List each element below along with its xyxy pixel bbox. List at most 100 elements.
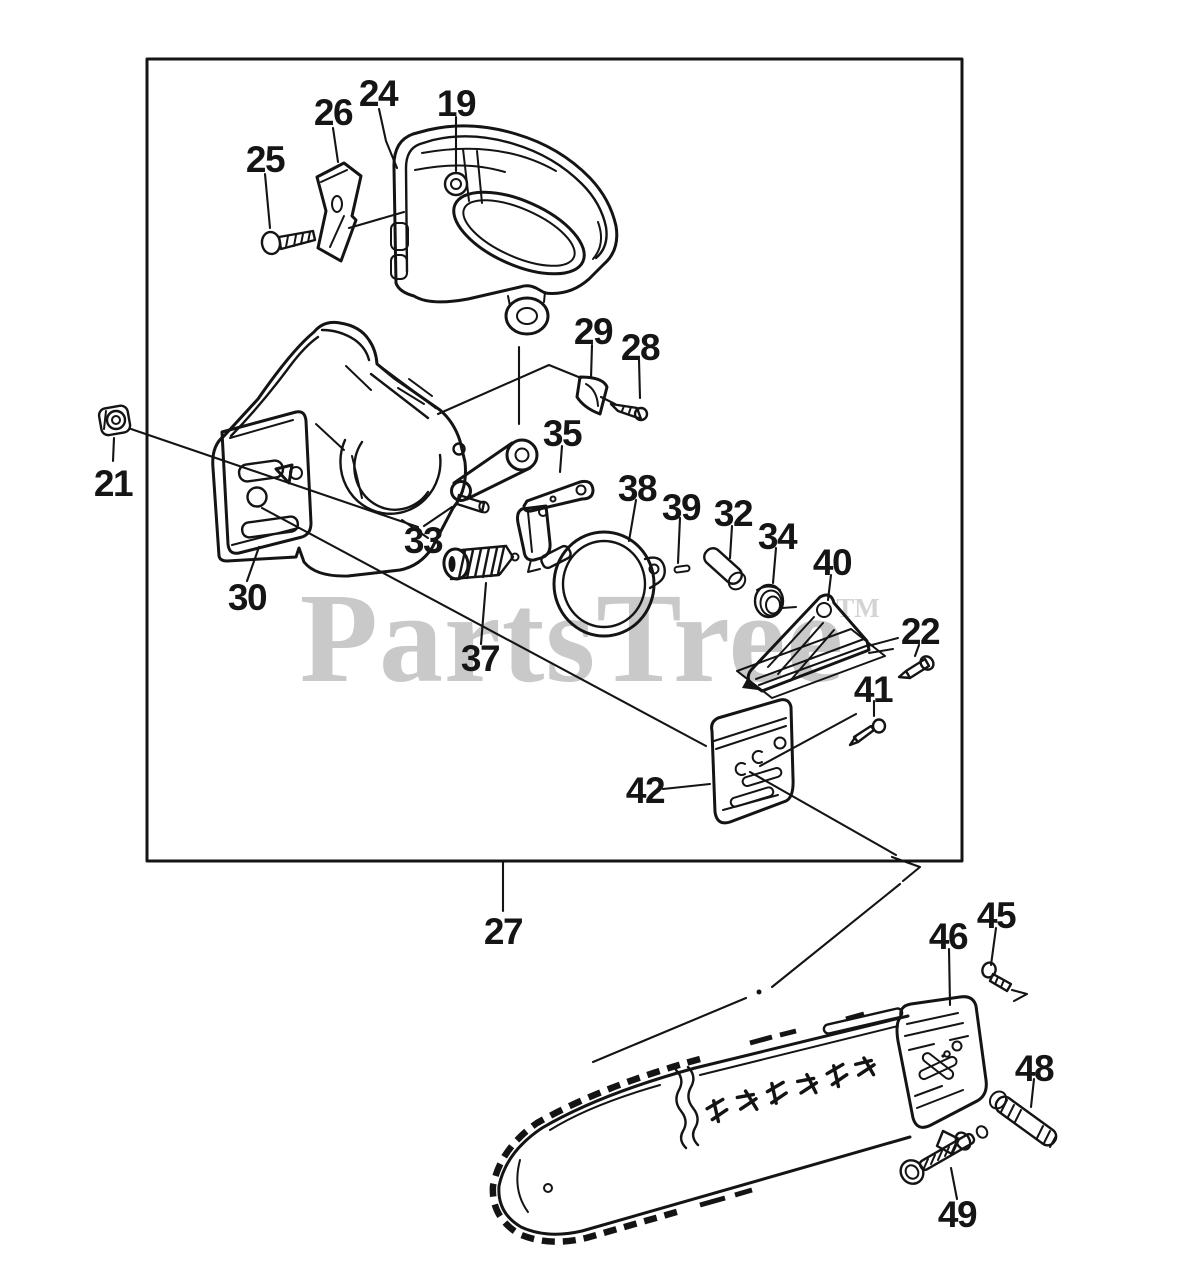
leader-40 bbox=[826, 573, 833, 602]
handle-grip-opening-inner bbox=[462, 199, 576, 267]
lever-bracket-detail bbox=[527, 511, 541, 573]
handle-front-cutout-2 bbox=[390, 254, 408, 280]
stud-48 bbox=[988, 1090, 1058, 1148]
bar-break-squiggle bbox=[674, 1065, 700, 1150]
leader-22 bbox=[913, 643, 921, 658]
band-hook bbox=[643, 556, 666, 590]
plate-outline bbox=[710, 698, 795, 825]
leader-33 bbox=[422, 505, 454, 528]
leader-24 bbox=[377, 107, 399, 170]
callout-48: 48 bbox=[1015, 1048, 1054, 1089]
screw-25 bbox=[260, 229, 317, 256]
housing-inner-left bbox=[229, 335, 320, 438]
screw45-chevron bbox=[1010, 988, 1029, 1003]
handle-nut-19 bbox=[443, 171, 469, 197]
bracket-hole bbox=[816, 602, 832, 618]
bolt-shank bbox=[918, 1132, 976, 1172]
diagram-border-box bbox=[145, 57, 964, 863]
leader-21 bbox=[111, 427, 420, 529]
handle-divider-strut bbox=[462, 148, 483, 204]
block-hole bbox=[331, 195, 343, 213]
leader-35 bbox=[558, 444, 564, 474]
handle-boss-links bbox=[507, 291, 546, 307]
lever-pivot bbox=[538, 507, 548, 517]
bracket-base-plate bbox=[736, 628, 886, 699]
arm-sides bbox=[452, 441, 532, 501]
screw-shank bbox=[848, 724, 876, 747]
callout-38: 38 bbox=[618, 468, 657, 509]
callout-42: 42 bbox=[626, 770, 665, 811]
brake-band-38 bbox=[540, 530, 666, 638]
lever-dot bbox=[549, 495, 557, 503]
screw-head bbox=[633, 406, 649, 422]
trademark-symbol: TM bbox=[836, 593, 880, 623]
side-plate-46 bbox=[895, 995, 988, 1129]
top-handle-assembly bbox=[390, 124, 619, 336]
spring-coils bbox=[449, 544, 508, 581]
panel-slot-2 bbox=[240, 515, 300, 539]
nut-ring bbox=[105, 409, 127, 431]
brake-lever-35 bbox=[516, 479, 595, 573]
tension-spring-37 bbox=[442, 544, 520, 581]
block-detail bbox=[320, 169, 348, 248]
spring-cap-shade bbox=[448, 556, 456, 572]
plate-hatching bbox=[904, 1012, 969, 1109]
guard-alignment-vee bbox=[436, 363, 583, 416]
callout-33: 33 bbox=[404, 520, 443, 561]
housing-outline bbox=[211, 320, 467, 578]
handle-boss-hole bbox=[516, 307, 538, 325]
housing-struts bbox=[369, 362, 438, 420]
leader-32 bbox=[728, 524, 734, 560]
coil-inner bbox=[765, 595, 781, 615]
spring-nub bbox=[510, 552, 520, 562]
bar-brand-glyphs bbox=[705, 1056, 876, 1124]
callout-37: 37 bbox=[461, 638, 499, 679]
leader-lines bbox=[111, 107, 1036, 1201]
panel-small-hole bbox=[289, 466, 303, 480]
leader-42 bbox=[661, 782, 712, 791]
screw-threads bbox=[994, 976, 1005, 988]
pin-end bbox=[727, 571, 747, 591]
callout-21: 21 bbox=[94, 463, 133, 504]
handle-front-cutout-1 bbox=[390, 222, 409, 251]
callout-27: 27 bbox=[484, 911, 522, 952]
stopper-block-26 bbox=[315, 161, 363, 263]
band-inner bbox=[561, 539, 647, 629]
callout-25: 25 bbox=[246, 139, 285, 180]
lever-hole bbox=[575, 484, 587, 496]
handle-outline bbox=[392, 124, 619, 304]
watermark: PartsTree TM bbox=[300, 567, 880, 709]
leader-46 bbox=[947, 947, 952, 1007]
arm-small-end bbox=[450, 480, 472, 502]
housing-detail-lines bbox=[315, 365, 433, 539]
screw-shank bbox=[277, 229, 317, 251]
callout-46: 46 bbox=[929, 916, 968, 957]
chain-dashes-extra bbox=[699, 1011, 865, 1208]
arm-eye bbox=[505, 438, 539, 472]
callout-49: 49 bbox=[938, 1194, 977, 1235]
leader-45 bbox=[989, 926, 998, 967]
wedge-inner bbox=[585, 383, 599, 407]
panel-hole-30 bbox=[246, 486, 268, 508]
spring-tip bbox=[498, 544, 515, 576]
band-end-tab bbox=[540, 544, 572, 570]
callout-40: 40 bbox=[813, 542, 852, 583]
callout-32: 32 bbox=[714, 493, 753, 534]
callout-19: 19 bbox=[437, 83, 476, 124]
handlebar-inner bbox=[320, 328, 371, 362]
plate-hook-holes bbox=[734, 750, 763, 776]
callout-24: 24 bbox=[359, 73, 399, 114]
alignment-dot bbox=[756, 989, 762, 995]
screw-28 bbox=[609, 402, 649, 422]
screw-22 bbox=[897, 655, 935, 680]
plate-slot-2 bbox=[729, 786, 775, 808]
plate-hole-2 bbox=[943, 1050, 951, 1058]
housing-stud bbox=[452, 442, 466, 456]
guide-bar bbox=[489, 1007, 912, 1245]
leader-39 bbox=[676, 516, 682, 565]
plate-slot-1 bbox=[741, 766, 783, 788]
block26-to-handle-line bbox=[347, 210, 406, 230]
leader-48 bbox=[1029, 1077, 1036, 1109]
stud-body bbox=[994, 1095, 1058, 1147]
panel-inner-lines bbox=[229, 419, 299, 546]
